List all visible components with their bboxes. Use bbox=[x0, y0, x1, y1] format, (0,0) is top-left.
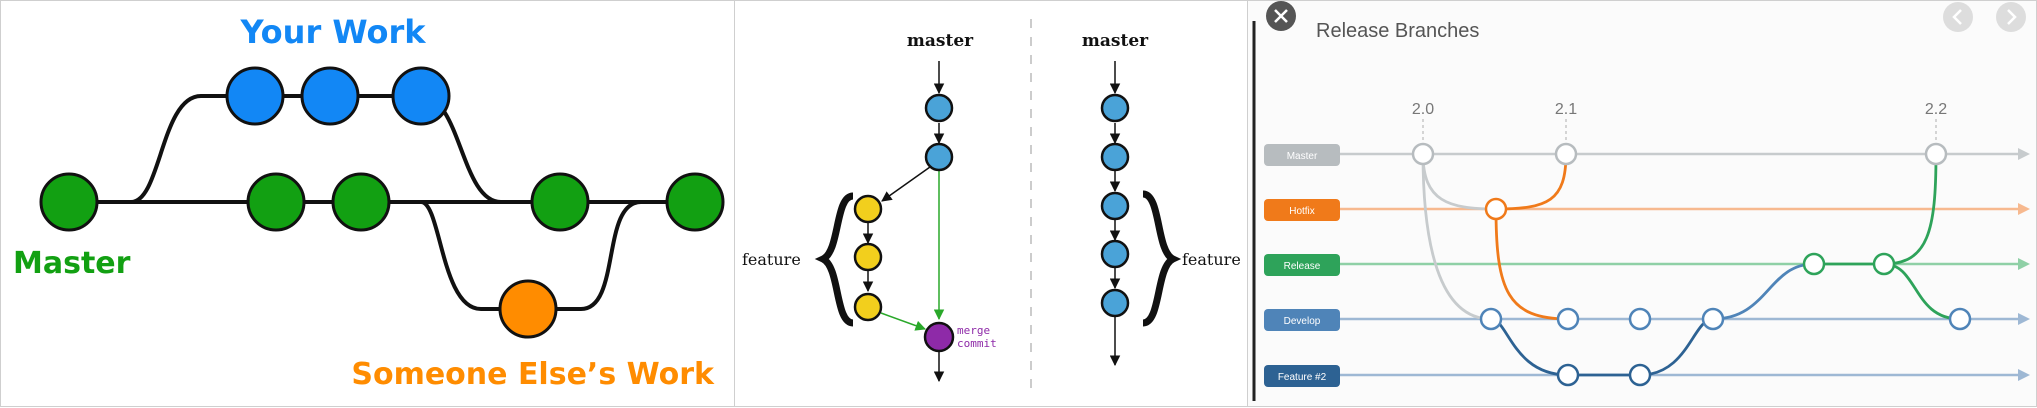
lane-label-release: Release bbox=[1264, 254, 1340, 276]
feature2-commit bbox=[1628, 363, 1652, 387]
lane-label-text: Develop bbox=[1284, 316, 1321, 327]
develop-to-release-curve bbox=[1712, 262, 1815, 321]
master-commit bbox=[665, 172, 725, 232]
master-commit bbox=[1100, 191, 1130, 221]
lane-label-hotfix: Hotfix bbox=[1264, 199, 1340, 221]
master-commit bbox=[924, 93, 954, 123]
version-tag: 2.2 bbox=[1925, 101, 1947, 118]
your-work-label: Your Work bbox=[239, 13, 426, 51]
lane-label-text: Release bbox=[1284, 261, 1321, 272]
your-work-commits bbox=[225, 66, 451, 126]
feature-commit bbox=[853, 242, 883, 272]
feature2-to-develop-curve bbox=[1639, 317, 1714, 377]
release-to-master-curve bbox=[1883, 153, 1938, 266]
master-label: Master bbox=[13, 246, 131, 281]
master-commit bbox=[331, 172, 391, 232]
commit-nodes bbox=[1411, 142, 1972, 387]
develop-commit bbox=[1701, 307, 1725, 331]
feature-commits bbox=[853, 194, 883, 322]
left-master-arrows bbox=[862, 61, 945, 383]
release-commit bbox=[1872, 252, 1896, 276]
master-commit bbox=[246, 172, 306, 232]
develop-commit bbox=[1556, 307, 1580, 331]
master-commit bbox=[1100, 142, 1130, 172]
close-icon[interactable] bbox=[1266, 1, 1296, 31]
feature-commit bbox=[853, 292, 883, 322]
hotfix-to-master-curve bbox=[1495, 153, 1568, 211]
master-commit bbox=[530, 172, 590, 232]
master-commit bbox=[1411, 142, 1435, 166]
someone-else-label: Someone Else’s Work bbox=[351, 357, 715, 392]
feature-commit bbox=[853, 194, 883, 224]
version-tag: 2.0 bbox=[1412, 101, 1434, 118]
chevron-left-icon[interactable] bbox=[1943, 2, 1973, 32]
develop-commit bbox=[1628, 307, 1652, 331]
git-branching-panel: Your Work Master Someone Else’s Work bbox=[0, 0, 735, 407]
right-master-commits bbox=[1100, 93, 1130, 318]
lane-label-text: Hotfix bbox=[1289, 206, 1315, 217]
chevron-right-icon[interactable] bbox=[1996, 2, 2026, 32]
master-commit bbox=[924, 142, 954, 172]
lane-label-develop: Develop bbox=[1264, 309, 1340, 331]
master-commit bbox=[1100, 93, 1130, 123]
tag-leaders bbox=[1422, 119, 1937, 143]
your-work-commit bbox=[391, 66, 451, 126]
version-tag: 2.1 bbox=[1555, 101, 1577, 118]
feature-merge-diagram: master merge commit feature bbox=[742, 19, 1241, 396]
lane-label-feature2: Feature #2 bbox=[1264, 365, 1340, 387]
hotfix-to-develop-curve bbox=[1494, 208, 1569, 321]
master-commit bbox=[1924, 142, 1948, 166]
merge-arrows bbox=[880, 171, 945, 331]
feature-brace-right bbox=[1141, 190, 1182, 327]
git-branching-diagram: Your Work Master Someone Else’s Work bbox=[13, 13, 725, 392]
master-commit bbox=[39, 172, 99, 232]
left-master-commits bbox=[924, 93, 954, 172]
release-branches-panel: Release Branches 2.0 2.1 2.2 bbox=[1247, 0, 2037, 407]
develop-commit bbox=[1948, 307, 1972, 331]
release-to-develop-curve bbox=[1883, 262, 1961, 321]
merge-commit-label-line2: commit bbox=[957, 337, 997, 350]
feature-brace-left bbox=[814, 192, 855, 327]
master-commit bbox=[1554, 142, 1578, 166]
master-commit bbox=[1100, 288, 1130, 318]
master-commit bbox=[1100, 239, 1130, 269]
feature2-commit bbox=[1556, 363, 1580, 387]
develop-to-feature2-curve bbox=[1490, 317, 1569, 377]
feature-merge-panel: master merge commit feature bbox=[735, 0, 1247, 407]
lane-label-text: Feature #2 bbox=[1278, 372, 1327, 383]
lane-arrowheads bbox=[2018, 148, 2030, 381]
release-title: Release Branches bbox=[1316, 20, 1479, 42]
develop-commit bbox=[1479, 307, 1503, 331]
hotfix-commit bbox=[1484, 197, 1508, 221]
feature-label-left: feature bbox=[742, 250, 801, 269]
feature-label-right: feature bbox=[1182, 250, 1241, 269]
release-branches-diagram: Release Branches 2.0 2.1 2.2 bbox=[1252, 1, 2030, 401]
lane-label-text: Master bbox=[1287, 151, 1318, 162]
your-work-commit bbox=[300, 66, 360, 126]
release-commit bbox=[1802, 252, 1826, 276]
someone-branch-line bbox=[420, 200, 642, 311]
your-work-commit bbox=[225, 66, 285, 126]
master-label-right: master bbox=[1082, 31, 1149, 51]
merge-commit-label-line1: merge bbox=[957, 324, 990, 337]
master-commits bbox=[39, 172, 725, 232]
master-to-develop-curve bbox=[1421, 153, 1492, 321]
master-label-left: master bbox=[907, 31, 974, 51]
lane-lines bbox=[1338, 152, 2023, 377]
merge-commit-node bbox=[923, 321, 955, 353]
your-work-branch-line bbox=[81, 94, 502, 204]
lane-label-master: Master bbox=[1264, 144, 1340, 166]
someone-commit bbox=[498, 279, 558, 339]
master-to-hotfix-curve bbox=[1421, 153, 1497, 211]
